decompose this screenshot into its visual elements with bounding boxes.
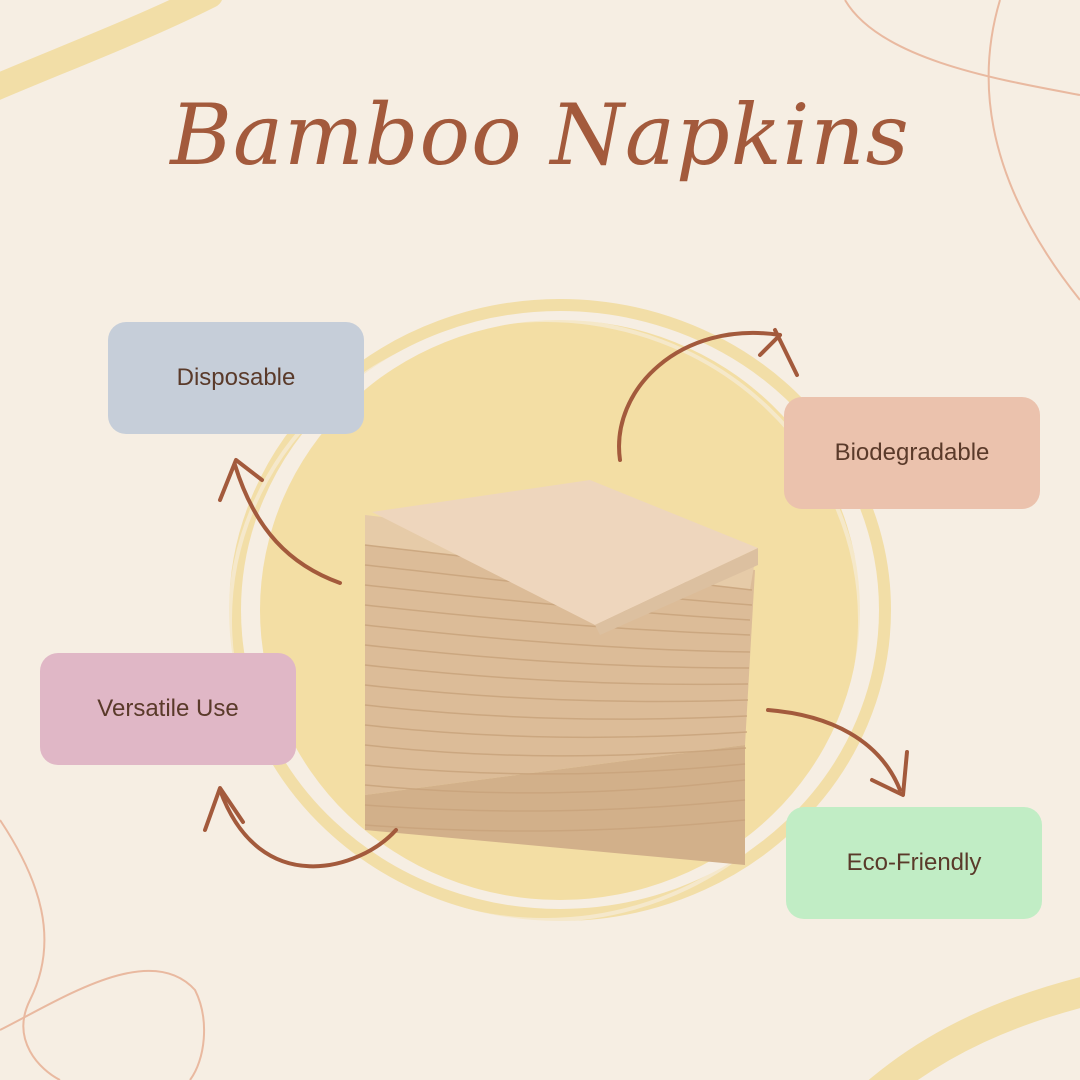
line-decoration-bottom-left-2 <box>0 969 206 1080</box>
line-decoration-right <box>987 0 1080 301</box>
brush-circle-ring-2 <box>228 318 862 922</box>
line-decoration-top-right <box>844 0 1080 96</box>
feature-label: Versatile Use <box>97 695 239 722</box>
brush-stroke-bottom-right <box>868 977 1080 1080</box>
arrow-to-disposable-icon <box>218 458 342 585</box>
feature-badge-disposable: Disposable <box>108 322 364 434</box>
feature-badge-eco-friendly: Eco-Friendly <box>786 807 1042 919</box>
arrow-to-eco-friendly-icon <box>766 708 909 797</box>
feature-badge-biodegradable: Biodegradable <box>784 397 1040 509</box>
feature-label: Disposable <box>176 364 296 391</box>
feature-badge-versatile-use: Versatile Use <box>40 653 296 765</box>
arrow-to-versatile-use-icon <box>203 786 398 869</box>
brush-stroke-top-left <box>0 0 222 100</box>
feature-label: Biodegradable <box>834 439 990 466</box>
line-decoration-bottom-left <box>0 819 61 1080</box>
arrow-to-biodegradable-icon <box>617 328 799 462</box>
page-title: Bamboo Napkins <box>170 86 910 184</box>
brush-circle-ring <box>229 299 891 921</box>
napkin-stack-image <box>364 480 758 865</box>
feature-label: Eco-Friendly <box>846 849 982 876</box>
